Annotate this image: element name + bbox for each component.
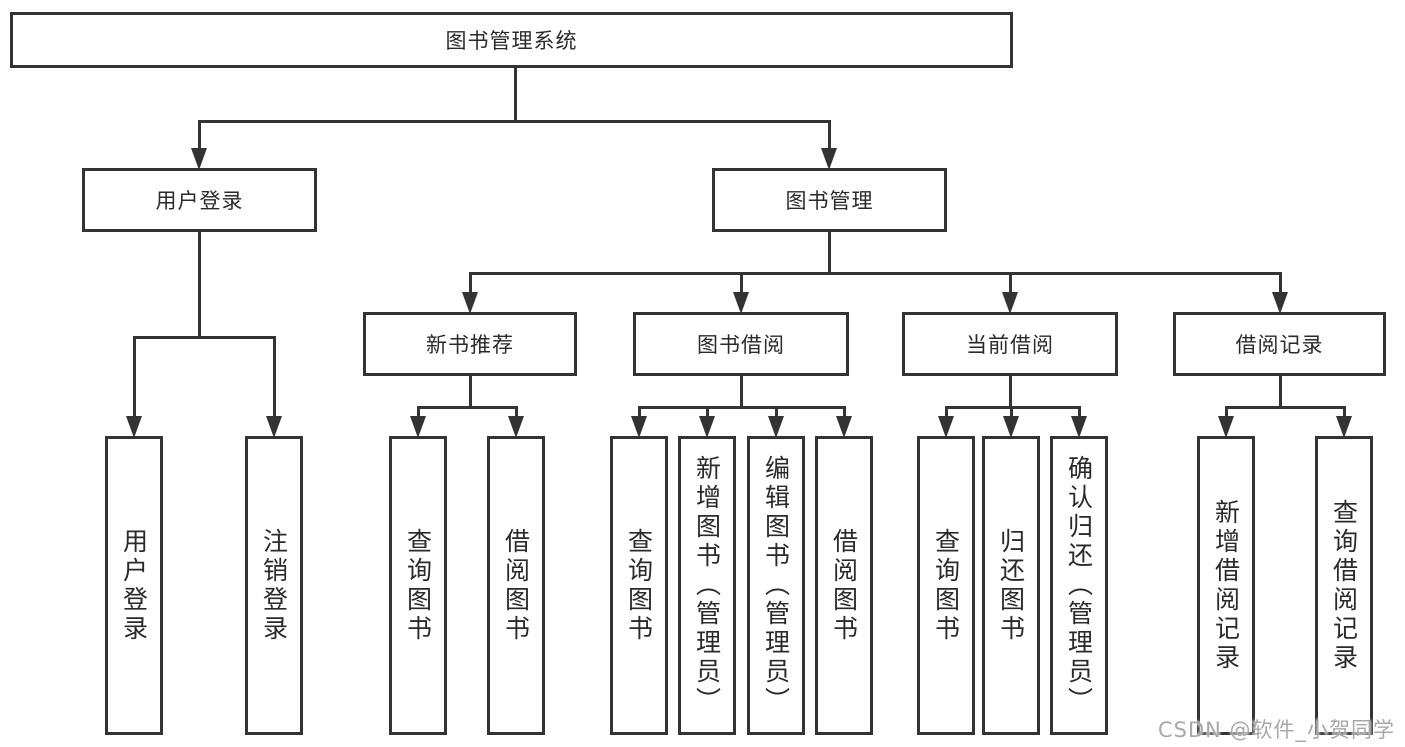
arrowhead <box>631 416 647 438</box>
arrowhead <box>462 292 478 314</box>
connector-line <box>1225 406 1346 409</box>
arrowhead <box>1002 292 1018 314</box>
connector-line <box>843 406 846 420</box>
leaf-query-books-recommend: 查询图书 <box>389 436 447 735</box>
arrowhead <box>821 148 837 170</box>
connector-line <box>198 230 201 336</box>
connector-line <box>198 120 831 123</box>
connector-line <box>469 272 1282 275</box>
node-current-borrowing: 当前借阅 <box>902 312 1118 376</box>
connector-line <box>417 406 420 420</box>
connector-line <box>740 374 743 406</box>
arrowhead <box>938 416 954 438</box>
leaf-logout: 注销登录 <box>245 436 303 735</box>
csdn-watermark: CSDN @软件_小贺同学 <box>1158 718 1396 742</box>
arrowhead <box>1336 416 1352 438</box>
connector-line <box>740 272 743 296</box>
connector-line <box>945 406 948 420</box>
connector-line <box>133 336 136 420</box>
connector-line <box>1078 406 1081 420</box>
connector-line <box>775 406 778 420</box>
connector-line <box>273 336 276 420</box>
leaf-add-book-admin: 新增图书（管理员） <box>678 436 736 735</box>
connector-line <box>515 406 518 420</box>
connector-line <box>1279 374 1282 406</box>
leaf-borrow-books-recommend: 借阅图书 <box>487 436 545 735</box>
node-book-borrowing: 图书借阅 <box>633 312 849 376</box>
arrowhead <box>266 416 282 438</box>
node-book-management: 图书管理 <box>712 168 947 232</box>
connector-line <box>945 406 1081 409</box>
leaf-query-books-borrowing: 查询图书 <box>610 436 668 735</box>
connector-line <box>828 120 831 152</box>
leaf-add-borrow-record: 新增借阅记录 <box>1197 436 1255 735</box>
arrowhead <box>1218 416 1234 438</box>
arrowhead <box>733 292 749 314</box>
leaf-confirm-return-admin: 确认归还（管理员） <box>1050 436 1108 735</box>
arrowhead <box>1272 292 1288 314</box>
arrowhead <box>768 416 784 438</box>
connector-line <box>638 406 846 409</box>
connector-line <box>1009 374 1012 406</box>
leaf-return-books: 归还图书 <box>982 436 1040 735</box>
arrowhead <box>1003 416 1019 438</box>
leaf-user-login: 用户登录 <box>105 436 163 735</box>
connector-line <box>1225 406 1228 420</box>
arrowhead <box>1071 416 1087 438</box>
node-user-login: 用户登录 <box>82 168 317 232</box>
connector-line <box>706 406 709 420</box>
connector-line <box>198 120 201 152</box>
arrowhead <box>836 416 852 438</box>
node-borrowing-records: 借阅记录 <box>1173 312 1386 376</box>
connector-line <box>1010 406 1013 420</box>
leaf-query-books-current: 查询图书 <box>917 436 975 735</box>
connector-line <box>469 374 472 406</box>
leaf-query-borrow-record: 查询借阅记录 <box>1315 436 1373 735</box>
leaf-borrow-books-borrowing: 借阅图书 <box>815 436 873 735</box>
connector-line <box>828 230 831 272</box>
connector-line <box>469 272 472 296</box>
arrowhead <box>191 148 207 170</box>
node-library-management-system: 图书管理系统 <box>10 12 1013 68</box>
connector-line <box>638 406 641 420</box>
connector-line <box>417 406 518 409</box>
arrowhead <box>410 416 426 438</box>
connector-line <box>1279 272 1282 296</box>
connector-line <box>1343 406 1346 420</box>
arrowhead <box>126 416 142 438</box>
connector-line <box>1009 272 1012 296</box>
arrowhead <box>508 416 524 438</box>
leaf-edit-book-admin: 编辑图书（管理员） <box>747 436 805 735</box>
arrowhead <box>699 416 715 438</box>
node-new-book-recommendation: 新书推荐 <box>363 312 577 376</box>
connector-line <box>514 66 517 120</box>
connector-line <box>133 336 276 339</box>
